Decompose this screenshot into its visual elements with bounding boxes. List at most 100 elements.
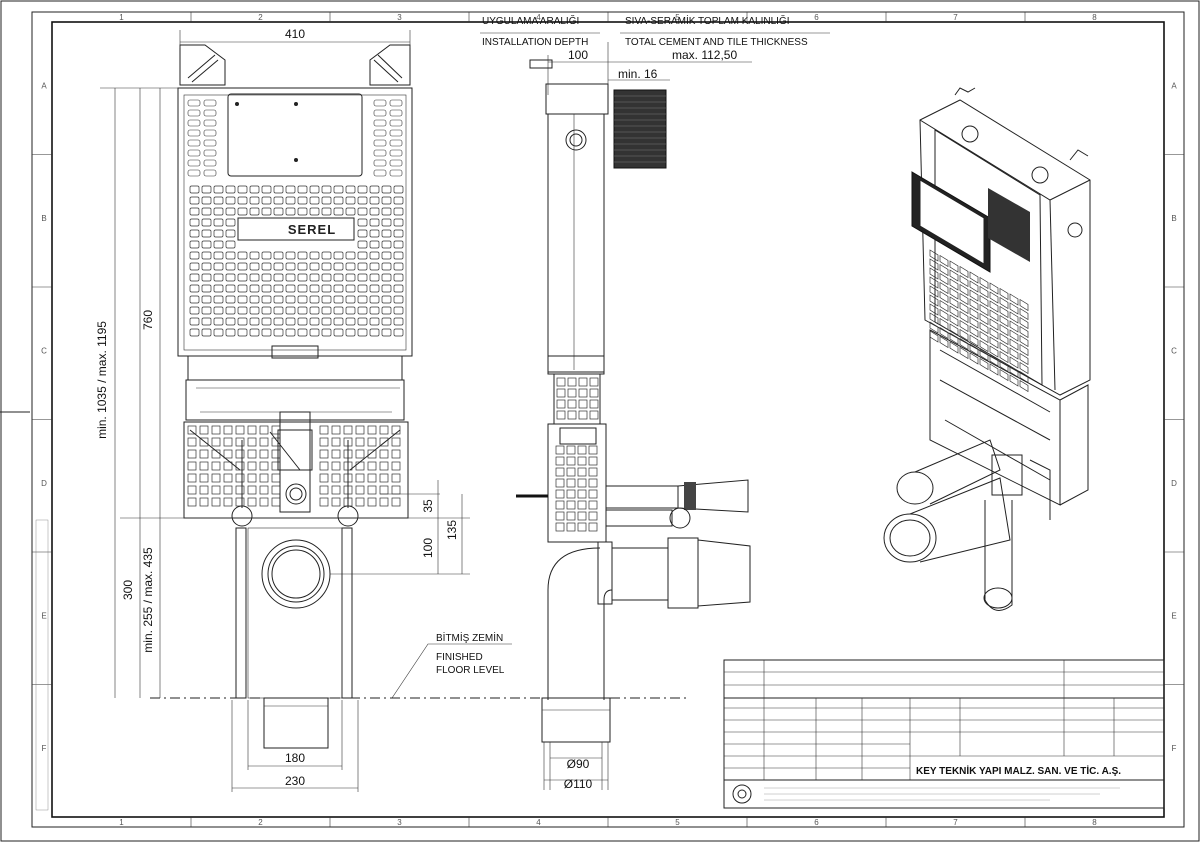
grid-cell [369, 251, 380, 260]
grid-cell [393, 185, 404, 194]
grid-cell [249, 306, 260, 315]
grid-cell [566, 500, 576, 510]
grid-cell [247, 437, 257, 447]
grid-cell [199, 485, 209, 495]
dim-135: 135 [445, 520, 459, 540]
grid-cell [393, 196, 404, 205]
dim-height-300: 300 [121, 580, 135, 600]
grid-cell [949, 296, 959, 309]
grid-cell [319, 449, 329, 459]
grid-cell [309, 295, 320, 304]
grid-cell [345, 196, 356, 205]
grid-cell [187, 497, 197, 507]
slot [187, 169, 201, 177]
grid-cell [979, 294, 989, 308]
dim-max-112: max. 112,50 [672, 48, 737, 62]
grid-cell [379, 425, 389, 435]
title-block: KEY TEKNİK YAPI MALZ. SAN. VE TİC. A.Ş. [723, 659, 1165, 809]
grid-cell [249, 185, 260, 194]
dim-dia-110: Ø110 [564, 777, 593, 791]
slot [373, 99, 387, 107]
grid-cell [393, 273, 404, 282]
grid-cell [285, 317, 296, 326]
grid-cell [381, 295, 392, 304]
grid-cell [577, 478, 587, 488]
grid-cell [989, 327, 999, 340]
grid-cell [1019, 307, 1029, 321]
grid-cell [393, 251, 404, 260]
grid-cell [578, 399, 588, 409]
grid-cell [355, 473, 365, 483]
slot [373, 129, 387, 137]
grid-cell [331, 473, 341, 483]
frame-row-label: A [1171, 81, 1177, 90]
slot [203, 169, 217, 177]
grid-cell [223, 497, 233, 507]
grid-cell [259, 461, 269, 471]
grid-cell [273, 284, 284, 293]
grid-cell [285, 196, 296, 205]
grid-cell [261, 273, 272, 282]
grid-cell [309, 328, 320, 337]
grid-cell [225, 284, 236, 293]
grid-cell [1019, 316, 1029, 330]
grid-cell [959, 265, 969, 279]
grid-cell [379, 473, 389, 483]
frame-column-label: 3 [397, 818, 402, 827]
frame-column-label: 7 [953, 13, 958, 22]
grid-cell [588, 522, 598, 532]
grid-cell [369, 306, 380, 315]
grid-cell [939, 263, 949, 277]
frame-column-label: 6 [814, 13, 819, 22]
grid-cell [578, 388, 588, 398]
grid-cell [213, 317, 224, 326]
grid-cell [189, 328, 200, 337]
grid-cell [939, 272, 949, 286]
brand-logo: SEREL [288, 222, 336, 237]
grid-cell [189, 295, 200, 304]
grid-cell [225, 328, 236, 337]
grid-cell [235, 473, 245, 483]
grid-cell [979, 348, 989, 362]
grid-cell [333, 207, 344, 216]
dim-height-760: 760 [141, 310, 155, 330]
grid-cell [357, 207, 368, 216]
grid-cell [213, 240, 224, 249]
grid-cell [949, 305, 959, 318]
grid-cell [321, 328, 332, 337]
grid-cell [247, 449, 257, 459]
grid-cell [237, 328, 248, 337]
grid-cell [555, 467, 565, 477]
grid-cell [393, 262, 404, 271]
grid-cell [333, 273, 344, 282]
slot [187, 149, 201, 157]
grid-cell [959, 319, 969, 333]
grid-cell [201, 196, 212, 205]
frame-row-label: F [1172, 744, 1177, 753]
grid-cell [949, 278, 959, 291]
grid-cell [969, 316, 979, 329]
grid-cell [225, 229, 236, 238]
grid-cell [189, 251, 200, 260]
frame-column-label: 2 [258, 13, 263, 22]
grid-cell [391, 473, 401, 483]
grid-cell [249, 262, 260, 271]
grid-cell [555, 522, 565, 532]
slot [389, 139, 403, 147]
grid-cell [345, 295, 356, 304]
slot [373, 119, 387, 127]
slot [389, 169, 403, 177]
grid-cell [345, 328, 356, 337]
grid-cell [379, 461, 389, 471]
grid-cell [321, 317, 332, 326]
grid-cell [959, 283, 969, 297]
grid-cell [949, 323, 959, 336]
grid-cell [369, 196, 380, 205]
grid-cell [969, 298, 979, 311]
grid-cell [959, 346, 969, 360]
grid-cell [357, 295, 368, 304]
grid-cell [949, 341, 959, 354]
grid-cell [187, 485, 197, 495]
grid-cell [381, 196, 392, 205]
